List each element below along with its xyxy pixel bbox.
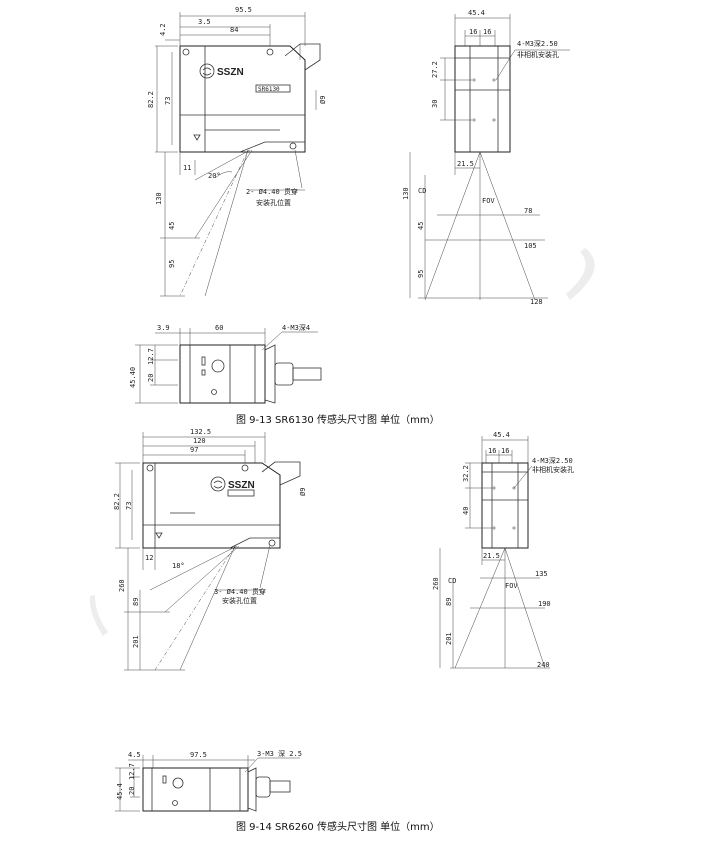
fig14-front-dim-201: 201 <box>132 635 140 648</box>
fig13-front-note-line2: 安装孔位置 <box>256 198 291 207</box>
fig14-front-dim-12: 12 <box>145 554 153 562</box>
fig13-side-dim-27: 27.2 <box>431 61 439 78</box>
fig14-bottom-dim-97: 97.5 <box>190 751 207 759</box>
fig14-side-dim-width: 45.4 <box>493 431 510 439</box>
fig14-logo-text: SSZN <box>228 480 255 491</box>
fig14-bottom-dim-45: 45.4 <box>116 783 124 800</box>
fig13-side-dim-130: 130 <box>402 187 410 200</box>
fig13-logo-mark <box>199 63 215 79</box>
fig13-side-dim-16a: 16 <box>469 28 477 36</box>
fig13-side-dim-105: 105 <box>524 242 537 250</box>
fig14-side-view: 45.4 16 16 32.2 40 4-M3深2.50 非相机安装孔 21.5 <box>432 431 574 669</box>
fig13-bottom-dim-60: 60 <box>215 324 223 332</box>
fig14-side-dim-240: 240 <box>537 661 550 669</box>
fig13-front-dim-45: 45 <box>168 222 176 230</box>
fig14-logo-mark <box>210 476 226 492</box>
fig14-front-dim-97: 97 <box>190 446 198 454</box>
fig13-bottom-dim-3: 3.9 <box>157 324 170 332</box>
fig14-front-view: 132.5 120 97 SSZN Ø9 82.2 73 12 18° <box>113 428 307 671</box>
fig13-label-plate <box>255 84 291 93</box>
watermark-arc-left <box>89 595 108 636</box>
fig13-front-dim-cable-dia: Ø9 <box>319 96 327 104</box>
fig14-front-note-line2: 安装孔位置 <box>222 596 257 605</box>
fig14-side-note-line2: 非相机安装孔 <box>532 465 574 474</box>
fig13-side-dim-21: 21.5 <box>457 160 474 168</box>
fig14-front-dim-73: 73 <box>125 502 133 510</box>
fig13-side-dim-width: 45.4 <box>468 9 485 17</box>
fig13-front-dim-130: 130 <box>155 192 163 205</box>
fig14-front-dim-82: 82.2 <box>113 493 121 510</box>
fig13-bottom-note: 4-M3深4 <box>282 323 310 332</box>
fig14-bottom-note: 3-M3 深 2.5 <box>257 749 302 758</box>
fig14-front-dim-260: 260 <box>118 579 126 592</box>
fig14-side-dim-260: 260 <box>432 577 440 590</box>
fig13-front-dim-95: 95 <box>168 260 176 268</box>
fig13-side-dim-45: 45 <box>417 222 425 230</box>
fig14-front-note-line1: 3- Ø4.40 贯穿 <box>214 587 266 596</box>
fig14-bottom-view: 4.5 97.5 45.4 12.7 20 3-M3 深 2.5 <box>115 749 302 812</box>
fig13-side-dim-30: 30 <box>431 100 439 108</box>
fig13-label-code: SR6130 <box>258 86 280 93</box>
fig14-bottom-dim-4: 4.5 <box>128 751 141 759</box>
fig14-side-dim-21: 21.5 <box>483 552 500 560</box>
fig14-side-note-line1: 4-M3深2.50 <box>532 456 573 465</box>
fig13-side-cd: CD <box>418 187 426 195</box>
fig14-label-plate <box>227 489 255 497</box>
fig13-bottom-view: 3.9 60 45.40 12.7 20 4-M3深4 <box>129 323 322 404</box>
fig13-front-dim-hole-height: 73 <box>164 97 172 105</box>
fig14-side-fov: FOV <box>505 582 518 590</box>
fig13-side-dim-95: 95 <box>417 270 425 278</box>
fig14-side-dim-190: 190 <box>538 600 551 608</box>
fig13-bottom-dim-12: 12.7 <box>147 348 155 365</box>
fig13-side-view: 45.4 16 16 27.2 30 4-M3深2.50 非相机安装孔 <box>402 9 570 306</box>
fig14-front-dim-120: 120 <box>193 437 206 445</box>
fig13-front-dim-height: 82.2 <box>147 91 155 108</box>
fig14-side-dim-40: 40 <box>462 507 470 515</box>
fig14-front-dim-89: 89 <box>132 598 140 606</box>
fig13-front-note-line1: 2- Ø4.40 贯穿 <box>246 187 298 196</box>
fig13-side-note-line2: 非相机安装孔 <box>517 50 559 59</box>
fig14-bottom-dim-12: 12.7 <box>128 763 136 780</box>
fig13-front-dim-offset: 3.5 <box>198 18 211 26</box>
fig13-front-dim-width: 95.5 <box>235 6 252 14</box>
fig13-front-angle: 20° <box>208 172 221 180</box>
fig13-front-view: 95.5 3.5 84 4.2 82.2 73 SSZN SR6130 Ø9 <box>147 6 327 297</box>
fig14-side-dim-135: 135 <box>535 570 548 578</box>
fig13-side-fov: FOV <box>482 197 495 205</box>
fig14-bottom-dim-20: 20 <box>128 787 136 795</box>
fig14-caption: 图 9-14 SR6260 传感头尺寸图 单位（mm） <box>236 820 440 833</box>
fig14-side-dim-89: 89 <box>445 598 453 606</box>
fig14-side-dim-201: 201 <box>445 632 453 645</box>
fig13-side-dim-16b: 16 <box>483 28 491 36</box>
fig13-side-note-line1: 4-M3深2.50 <box>517 39 558 48</box>
fig14-front-dim-cable-dia: Ø9 <box>299 488 307 496</box>
fig13-logo-text: SSZN <box>217 67 244 78</box>
fig13-side-dim-78: 78 <box>524 207 532 215</box>
fig14-front-dim-132: 132.5 <box>190 428 211 436</box>
fig13-side-dim-128: 128 <box>530 298 543 306</box>
fig13-front-dim-top-offset: 4.2 <box>159 23 167 36</box>
fig13-bottom-dim-20: 20 <box>147 374 155 382</box>
watermark-arc-right <box>566 248 595 300</box>
fig14-side-dim-16b: 16 <box>501 447 509 455</box>
fig14-front-angle: 18° <box>172 562 185 570</box>
fig13-caption: 图 9-13 SR6130 传感头尺寸图 单位（mm） <box>236 413 440 426</box>
fig14-side-cd: CD <box>448 577 456 585</box>
fig13-front-dim-11: 11 <box>183 164 191 172</box>
fig13-bottom-dim-45: 45.40 <box>129 367 137 388</box>
fig14-side-dim-32: 32.2 <box>462 465 470 482</box>
fig13-front-dim-hole-pitch: 84 <box>230 26 238 34</box>
fig14-side-dim-16a: 16 <box>488 447 496 455</box>
